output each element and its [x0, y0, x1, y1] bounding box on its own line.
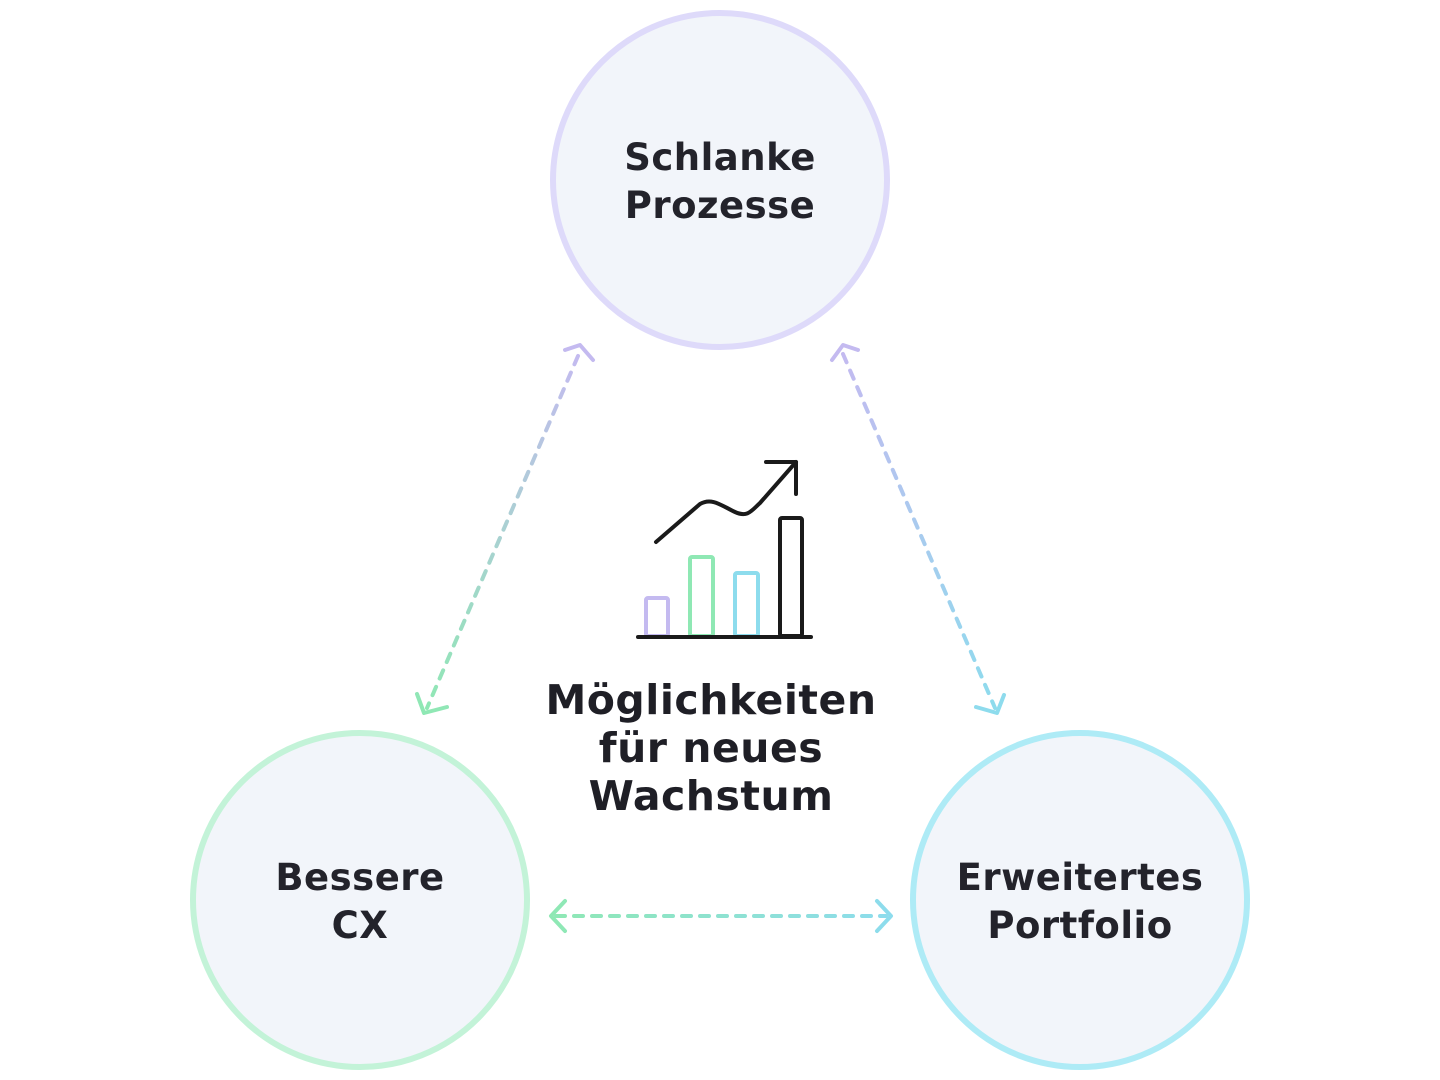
center-line2: für neues — [599, 724, 823, 772]
node-right-line1: Erweitertes — [957, 856, 1204, 899]
node-top-line2: Prozesse — [625, 184, 816, 227]
node-left-line2: CX — [332, 904, 389, 947]
arrow-top-left — [415, 343, 595, 715]
chart-bar-green — [688, 555, 715, 638]
node-circle-left — [190, 730, 530, 1070]
center-label: Möglichkeiten für neues Wachstum — [545, 676, 876, 820]
chart-bar-purple — [644, 596, 670, 638]
center-line1: Möglichkeiten — [545, 676, 876, 724]
chart-bar-black — [778, 516, 804, 638]
node-erweitertes-portfolio: Erweitertes Portfolio — [910, 730, 1250, 1070]
node-left-line1: Bessere — [275, 856, 444, 899]
node-top-line1: Schlanke — [624, 136, 816, 179]
node-circle-right — [910, 730, 1250, 1070]
node-bessere-cx: Bessere CX — [190, 730, 530, 1070]
node-right-line2: Portfolio — [987, 904, 1172, 947]
node-circle-top — [550, 10, 890, 350]
chart-bar-cyan — [733, 571, 760, 638]
arrow-bottom — [549, 899, 893, 933]
chart-trend-arrowhead — [764, 460, 798, 496]
center-line3: Wachstum — [589, 772, 834, 820]
node-schlanke-prozesse: Schlanke Prozesse — [550, 10, 890, 350]
arrow-top-right — [830, 343, 1006, 715]
growth-chart-icon — [636, 460, 813, 639]
chart-trend-line — [654, 460, 798, 544]
